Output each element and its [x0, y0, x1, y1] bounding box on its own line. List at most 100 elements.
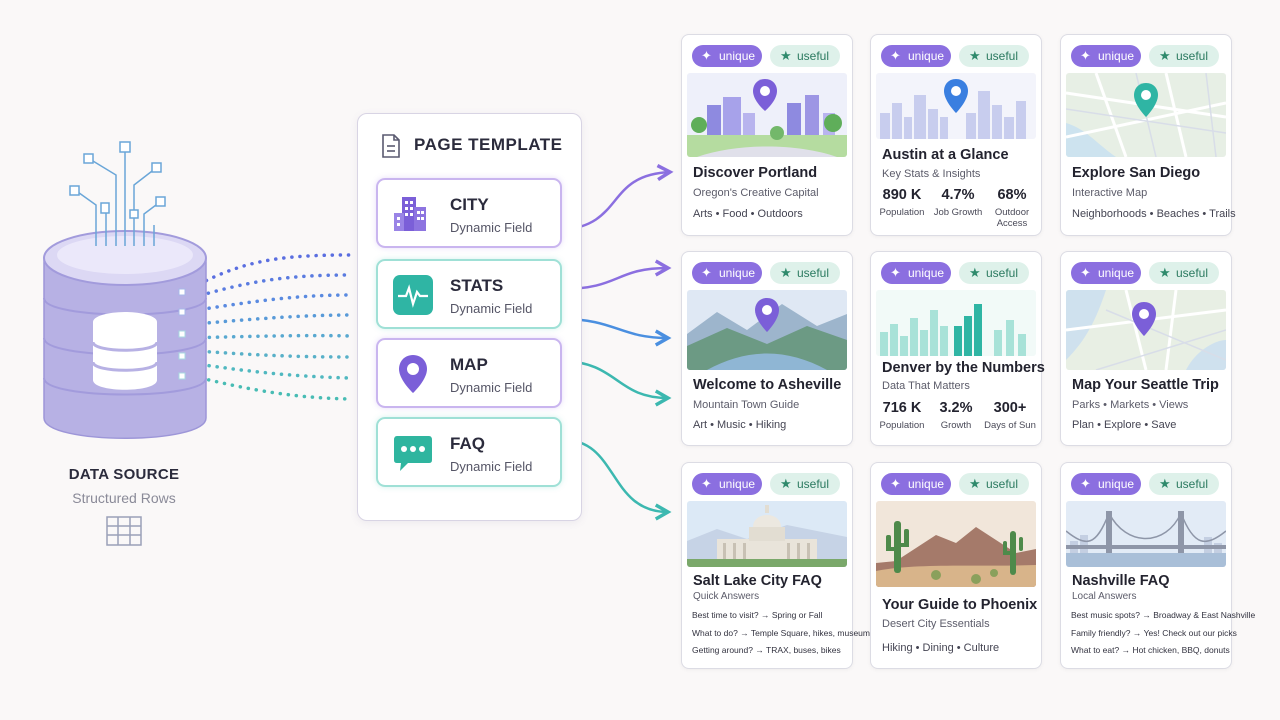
desert-illustration: [876, 501, 1036, 587]
faq-row: What to eat? → Hot chicken, BBQ, donuts: [1071, 645, 1230, 655]
card-subtitle: Desert City Essentials: [882, 618, 990, 630]
field-type: Dynamic Field: [450, 459, 533, 474]
map-illustration: [1066, 73, 1226, 157]
card-subtitle: Local Answers: [1072, 591, 1137, 602]
sparkle-icon: ✦: [890, 265, 901, 280]
map-illustration: [1066, 290, 1226, 370]
field-name: FAQ: [450, 434, 485, 453]
useful-badge: ★useful: [770, 473, 840, 495]
star-icon: ★: [969, 48, 981, 63]
data-source-subtitle: Structured Rows: [72, 490, 176, 506]
card-subtitle: Key Stats & Insights: [882, 168, 981, 180]
map-pin-icon: [399, 355, 427, 393]
chat-bubble-icon: [394, 436, 432, 471]
unique-badge: ✦unique: [692, 473, 762, 495]
useful-badge: ★useful: [1149, 262, 1219, 284]
buildings-icon: [394, 197, 426, 231]
star-icon: ★: [969, 476, 981, 491]
field-stats[interactable]: STATS Dynamic Field: [376, 259, 562, 329]
field-name: MAP: [450, 355, 488, 374]
star-icon: ★: [1159, 476, 1171, 491]
useful-badge: ★useful: [1149, 45, 1219, 67]
card-phoenix[interactable]: ✦unique ★useful Your Guide to Phoenix De…: [870, 462, 1042, 669]
field-name: STATS: [450, 276, 504, 295]
card-title: Salt Lake City FAQ: [693, 573, 822, 589]
sparkle-icon: ✦: [701, 265, 712, 280]
card-subtitle: Quick Answers: [693, 591, 760, 602]
card-tags: Neighborhoods • Beaches • Trails: [1072, 208, 1236, 220]
card-portland[interactable]: ✦unique ★useful Discover Portland Oregon…: [681, 34, 853, 236]
card-subtitle: Data That Matters: [882, 380, 970, 392]
unique-badge: ✦unique: [881, 473, 951, 495]
star-icon: ★: [780, 265, 792, 280]
card-seattle[interactable]: ✦unique ★useful Map Your Seattle Trip Pa…: [1060, 251, 1232, 446]
unique-badge: ✦unique: [1071, 45, 1141, 67]
circuit-lines: [74, 150, 161, 246]
star-icon: ★: [1159, 265, 1171, 280]
useful-badge: ★useful: [959, 45, 1029, 67]
card-austin[interactable]: ✦unique ★useful Austin at a Glance Key S…: [870, 34, 1042, 236]
faq-row: Best music spots? → Broadway & East Nash…: [1071, 610, 1256, 620]
data-source-title: DATA SOURCE: [68, 466, 180, 483]
card-san-diego[interactable]: ✦unique ★useful Explore San Diego Intera…: [1060, 34, 1236, 236]
stat-item: 68%Outdoor Access: [994, 187, 1030, 229]
page-template-title: PAGE TEMPLATE: [414, 135, 563, 154]
useful-badge: ★useful: [959, 262, 1029, 284]
card-tags: Arts • Food • Outdoors: [693, 208, 803, 220]
star-icon: ★: [969, 265, 981, 280]
faq-row: What to do? → Temple Square, hikes, muse…: [692, 628, 875, 638]
field-type: Dynamic Field: [450, 301, 533, 316]
city-illustration: [687, 73, 847, 157]
field-name: CITY: [450, 195, 489, 214]
bridge-illustration: [1066, 501, 1226, 567]
sparkle-icon: ✦: [890, 48, 901, 63]
card-asheville[interactable]: ✦unique ★useful Welcome to Asheville Mou…: [681, 251, 853, 446]
star-icon: ★: [780, 48, 792, 63]
card-title: Discover Portland: [693, 165, 818, 181]
card-title: Denver by the Numbers: [882, 360, 1045, 376]
card-denver[interactable]: ✦unique ★useful Denver by the Numbers Da…: [870, 251, 1045, 446]
bar-skyline-illustration: [876, 290, 1036, 356]
stat-item: 3.2%Growth: [939, 400, 973, 431]
table-grid-icon: [106, 516, 142, 546]
card-subtitle: Oregon's Creative Capital: [693, 187, 819, 199]
card-subtitle: Mountain Town Guide: [693, 399, 800, 411]
field-type: Dynamic Field: [450, 220, 533, 235]
sparkle-icon: ✦: [1080, 265, 1091, 280]
card-title: Your Guide to Phoenix: [882, 597, 1038, 613]
field-map[interactable]: MAP Dynamic Field: [376, 338, 562, 408]
useful-badge: ★useful: [770, 262, 840, 284]
card-subtitle: Parks • Markets • Views: [1072, 399, 1189, 411]
database-icon: [43, 230, 207, 439]
unique-badge: ✦unique: [1071, 473, 1141, 495]
useful-badge: ★useful: [959, 473, 1029, 495]
mountain-illustration: [687, 290, 847, 370]
card-title: Nashville FAQ: [1072, 573, 1170, 589]
useful-badge: ★useful: [1149, 473, 1219, 495]
field-faq[interactable]: FAQ Dynamic Field: [376, 417, 562, 487]
sparkle-icon: ✦: [890, 476, 901, 491]
sparkle-icon: ✦: [701, 48, 712, 63]
field-type: Dynamic Field: [450, 380, 533, 395]
faq-row: Family friendly? → Yes! Check out our pi…: [1071, 628, 1237, 638]
card-salt-lake-city[interactable]: ✦unique ★useful Salt Lake City FAQ Quick…: [681, 462, 874, 669]
pulse-icon: [393, 275, 433, 315]
unique-badge: ✦unique: [881, 45, 951, 67]
star-icon: ★: [780, 476, 792, 491]
card-nashville[interactable]: ✦unique ★useful Nashville FAQ Local Answ…: [1060, 462, 1255, 669]
card-tags: Plan • Explore • Save: [1072, 419, 1177, 431]
sparkle-icon: ✦: [1080, 48, 1091, 63]
unique-badge: ✦unique: [881, 262, 951, 284]
useful-badge: ★useful: [770, 45, 840, 67]
sparkle-icon: ✦: [701, 476, 712, 491]
card-title: Welcome to Asheville: [693, 377, 842, 393]
card-title: Explore San Diego: [1072, 165, 1201, 181]
card-subtitle: Interactive Map: [1072, 187, 1148, 199]
unique-badge: ✦unique: [692, 262, 762, 284]
document-icon: [382, 134, 400, 158]
field-city[interactable]: CITY Dynamic Field: [376, 178, 562, 248]
card-tags: Art • Music • Hiking: [693, 419, 787, 431]
